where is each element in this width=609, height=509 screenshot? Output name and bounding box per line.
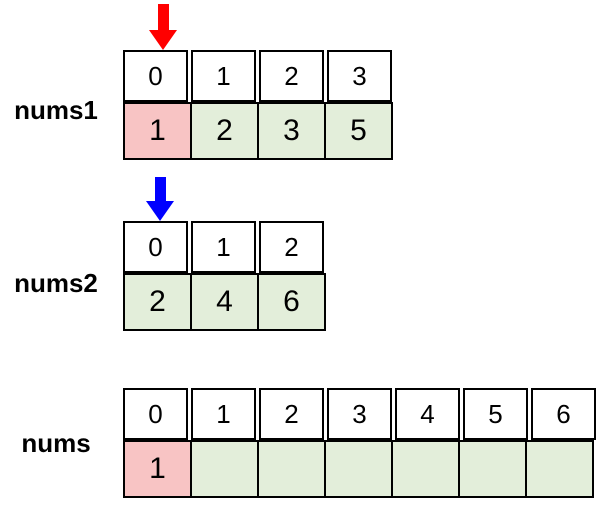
index-cell: 1 bbox=[191, 388, 256, 440]
index-cell: 0 bbox=[123, 50, 188, 102]
nums2-value-row: 2 4 6 bbox=[123, 273, 326, 331]
arrow-shaft bbox=[157, 4, 169, 30]
red-down-arrow-icon bbox=[149, 4, 177, 50]
value-cell-empty bbox=[525, 440, 594, 498]
nums-table: 0 1 2 3 4 5 6 1 bbox=[123, 388, 596, 498]
nums-value-row: 1 bbox=[123, 440, 596, 498]
index-cell: 1 bbox=[191, 50, 256, 102]
blue-down-arrow-icon bbox=[146, 177, 174, 221]
arrow-head bbox=[149, 30, 177, 50]
index-cell: 3 bbox=[327, 388, 392, 440]
index-cell: 2 bbox=[259, 221, 324, 273]
nums2-index-row: 0 1 2 bbox=[123, 221, 326, 273]
value-cell-empty bbox=[190, 440, 259, 498]
index-cell: 2 bbox=[259, 50, 324, 102]
value-cell-empty bbox=[257, 440, 326, 498]
index-cell: 0 bbox=[123, 221, 188, 273]
value-cell-empty bbox=[458, 440, 527, 498]
nums1-table: 0 1 2 3 1 2 3 5 bbox=[123, 50, 393, 160]
value-cell-current: 1 bbox=[123, 102, 192, 160]
value-cell-empty bbox=[324, 440, 393, 498]
nums-index-row: 0 1 2 3 4 5 6 bbox=[123, 388, 596, 440]
array-label-nums: nums bbox=[21, 428, 91, 458]
index-cell: 5 bbox=[463, 388, 528, 440]
value-cell: 3 bbox=[257, 102, 326, 160]
nums2-table: 0 1 2 2 4 6 bbox=[123, 221, 326, 331]
index-cell: 1 bbox=[191, 221, 256, 273]
value-cell: 5 bbox=[324, 102, 393, 160]
value-cell: 2 bbox=[123, 273, 192, 331]
arrow-head bbox=[146, 201, 174, 221]
arrow-shaft bbox=[154, 177, 166, 201]
index-cell: 2 bbox=[259, 388, 324, 440]
array-label-nums2: nums2 bbox=[14, 268, 98, 298]
value-cell: 6 bbox=[257, 273, 326, 331]
value-cell-empty bbox=[391, 440, 460, 498]
nums1-index-row: 0 1 2 3 bbox=[123, 50, 393, 102]
array-label-nums1: nums1 bbox=[14, 95, 98, 125]
value-cell: 4 bbox=[190, 273, 259, 331]
index-cell: 3 bbox=[327, 50, 392, 102]
value-cell-current: 1 bbox=[123, 440, 192, 498]
index-cell: 0 bbox=[123, 388, 188, 440]
value-cell: 2 bbox=[190, 102, 259, 160]
nums1-value-row: 1 2 3 5 bbox=[123, 102, 393, 160]
index-cell: 6 bbox=[531, 388, 596, 440]
index-cell: 4 bbox=[395, 388, 460, 440]
